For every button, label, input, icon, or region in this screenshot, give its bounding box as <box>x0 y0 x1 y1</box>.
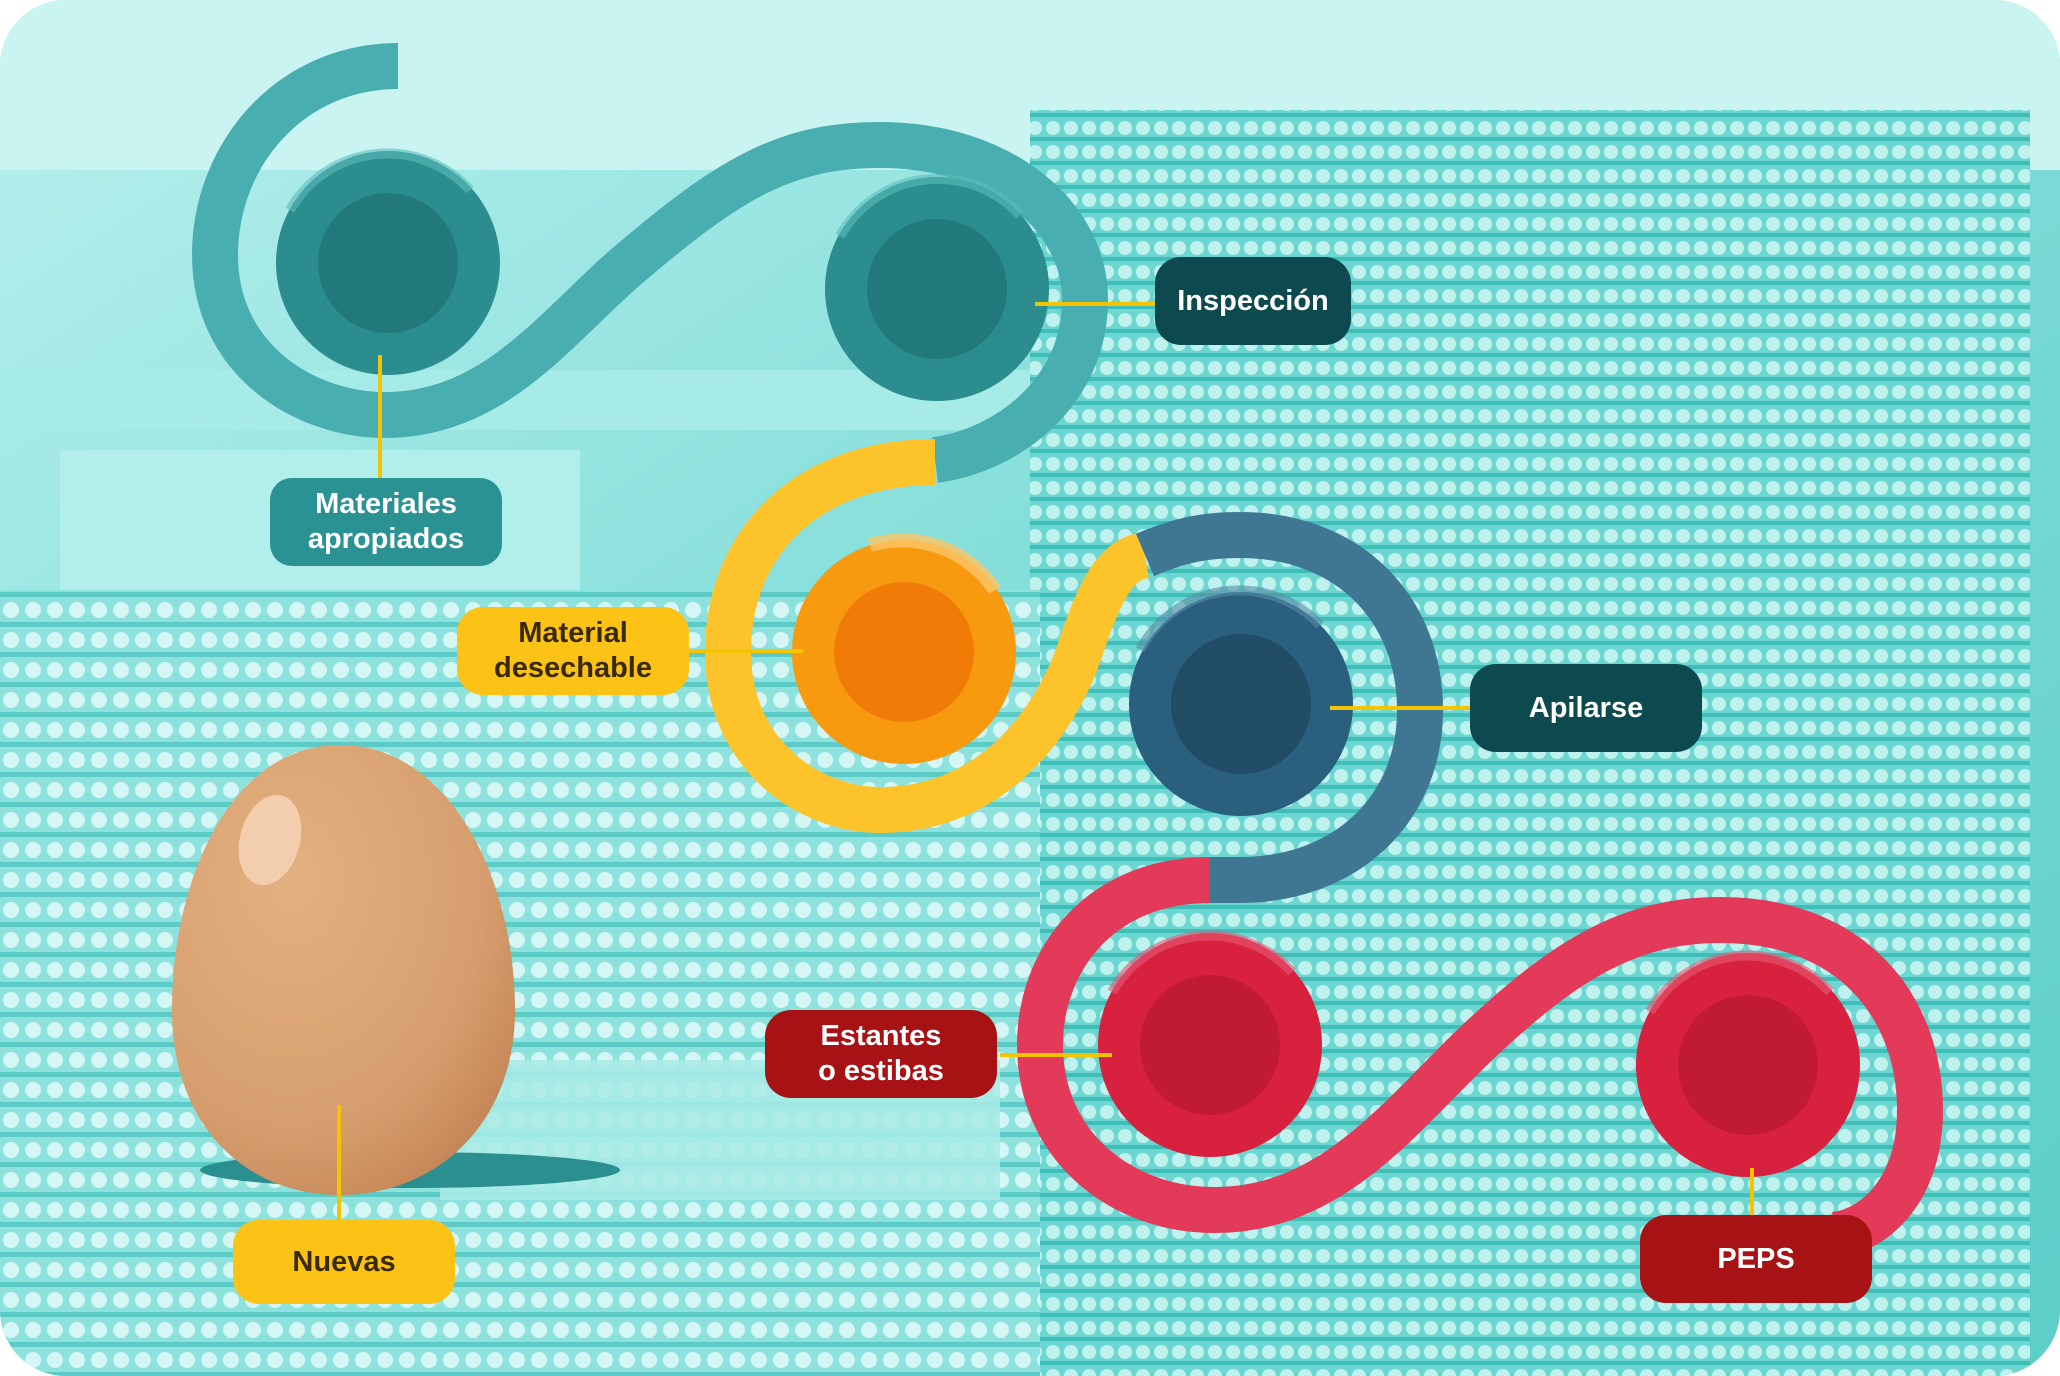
connectors <box>337 302 1754 1222</box>
label-materiales-apropiados: Materiales apropiados <box>270 478 502 566</box>
label-nuevas: Nuevas <box>233 1220 455 1304</box>
teal-loop-path <box>191 43 1109 483</box>
label-material-desechable-text: Material desechable <box>494 617 652 684</box>
label-apilarse-text: Apilarse <box>1528 691 1644 724</box>
dot-material-desechable <box>792 533 1016 764</box>
egg-icon <box>172 745 620 1195</box>
yellow-loop-path <box>704 439 1151 834</box>
label-inspeccion: Inspección <box>1155 257 1351 345</box>
label-inspeccion-text: Inspección <box>1177 284 1329 317</box>
red-loop-path <box>1016 857 1944 1258</box>
label-estantes-text: Estantes o estibas <box>818 1020 944 1087</box>
label-nuevas-text: Nuevas <box>292 1245 396 1278</box>
blue-loop-path <box>1135 511 1444 903</box>
label-estantes-o-estibas: Estantes o estibas <box>765 1010 997 1098</box>
label-material-desechable: Material desechable <box>457 607 689 695</box>
dot-inspeccion <box>825 173 1049 401</box>
dot-apilarse <box>1129 585 1353 816</box>
dot-estantes <box>1098 930 1322 1157</box>
dot-materiales <box>276 148 500 375</box>
label-materiales-text: Materiales apropiados <box>307 488 465 555</box>
label-apilarse: Apilarse <box>1470 664 1702 752</box>
label-peps-text: PEPS <box>1717 1242 1795 1275</box>
dot-peps <box>1636 950 1860 1177</box>
label-peps: PEPS <box>1640 1215 1872 1303</box>
